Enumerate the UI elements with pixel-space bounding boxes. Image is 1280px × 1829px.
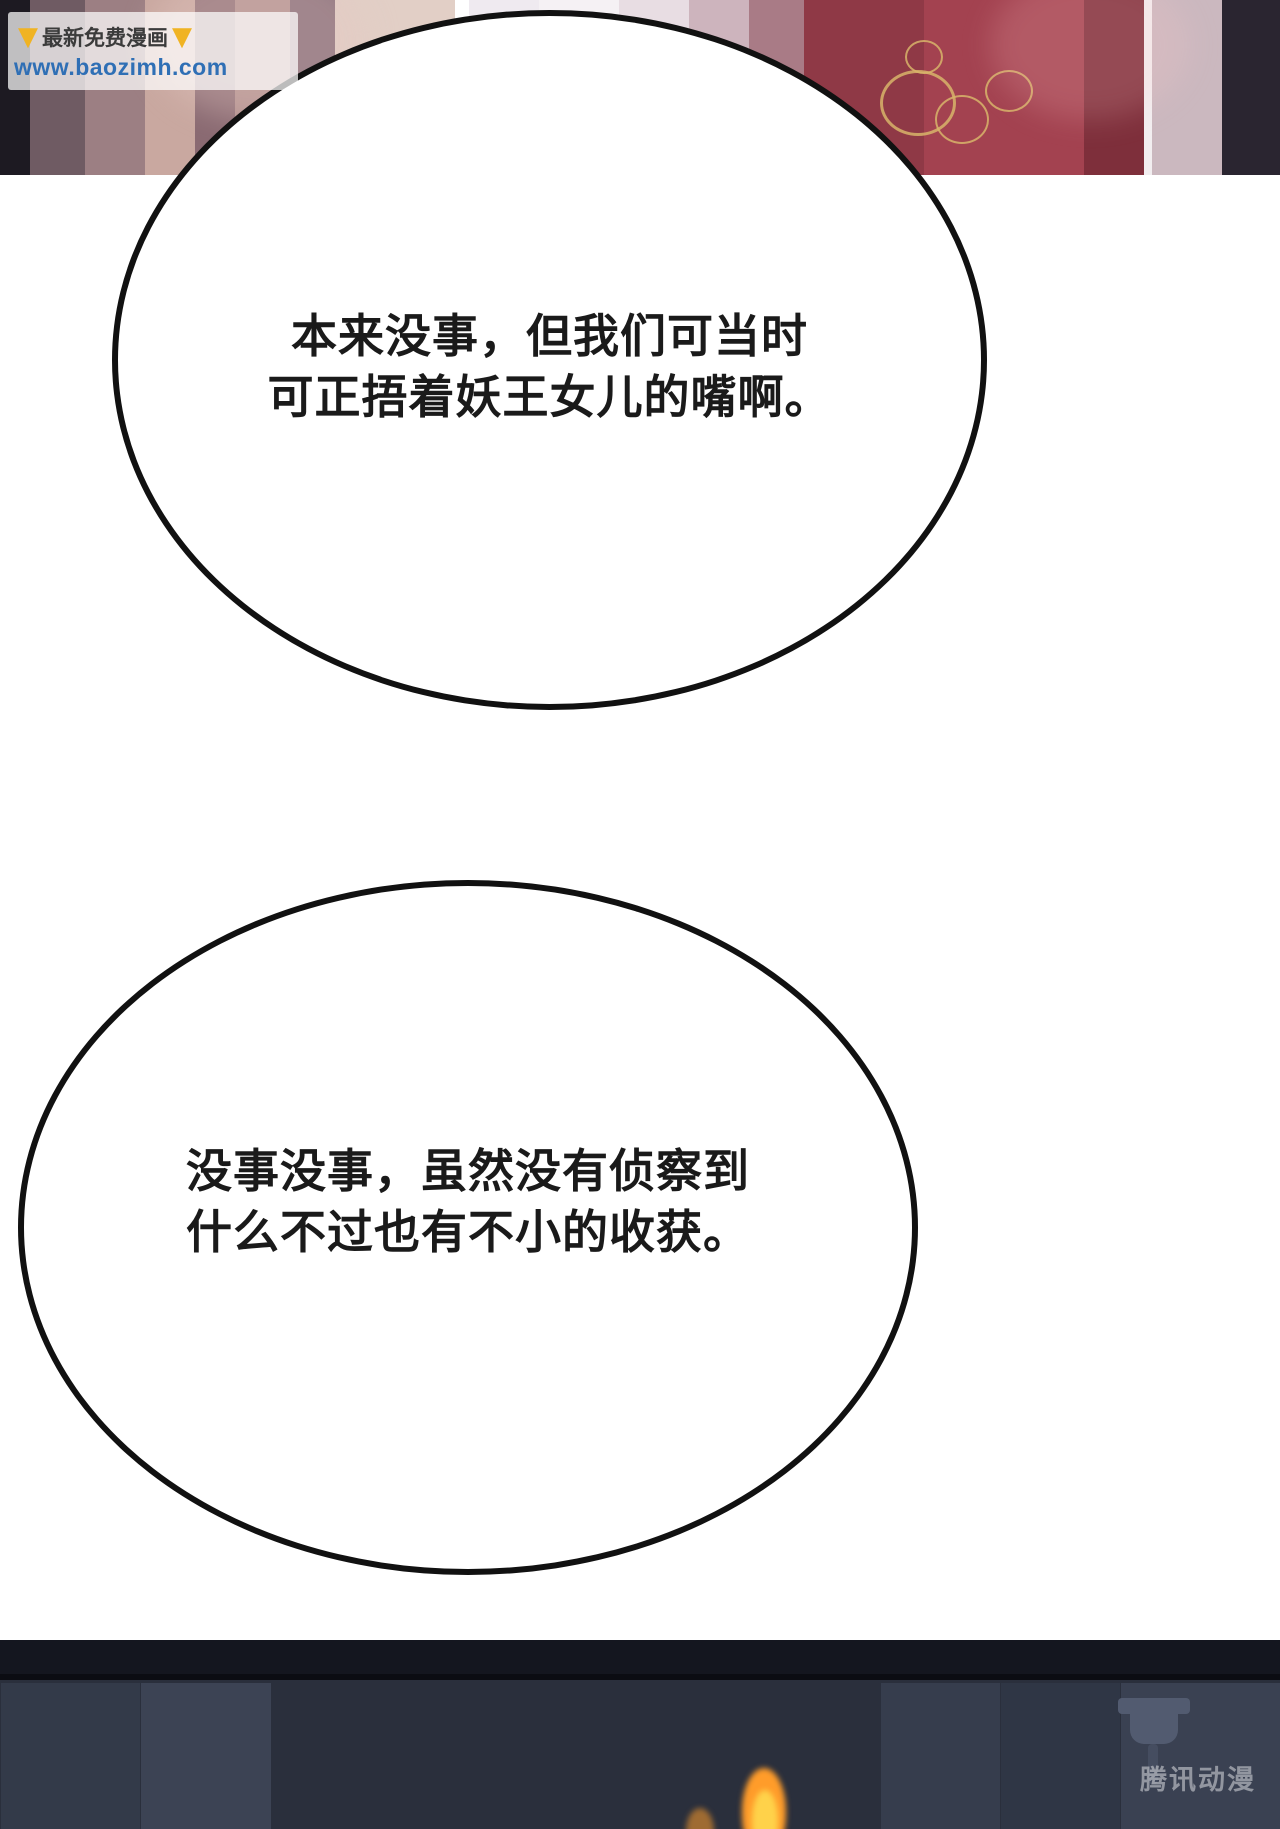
speech-balloon-1-text: 本来没事，但我们可当时 可正捂着妖王女儿的嘴啊。 [267,309,832,424]
speech-balloon-2-text: 没事没事，虽然没有侦察到 什么不过也有不小的收获。 [186,1144,750,1259]
speech-balloon-2: 没事没事，虽然没有侦察到 什么不过也有不小的收获。 [18,880,918,1575]
watermark-top-label: 最新免费漫画 [42,25,168,50]
watermark-bottom-label: 腾讯动漫 [1140,1765,1256,1796]
watermark-top: ▼ 最新免费漫画 ▼ www.baozimh.com [8,12,298,90]
bottom-panel-art: 腾讯动漫 [0,1640,1280,1829]
arrow-down-icon-left: ▼ [18,21,38,52]
speech-balloon-1: 本来没事，但我们可当时 可正捂着妖王女儿的嘴啊。 [112,10,987,710]
watermark-top-line1: ▼ 最新免费漫画 ▼ [14,22,298,52]
arrow-down-icon-right: ▼ [172,21,192,52]
watermark-top-url: www.baozimh.com [14,53,228,80]
